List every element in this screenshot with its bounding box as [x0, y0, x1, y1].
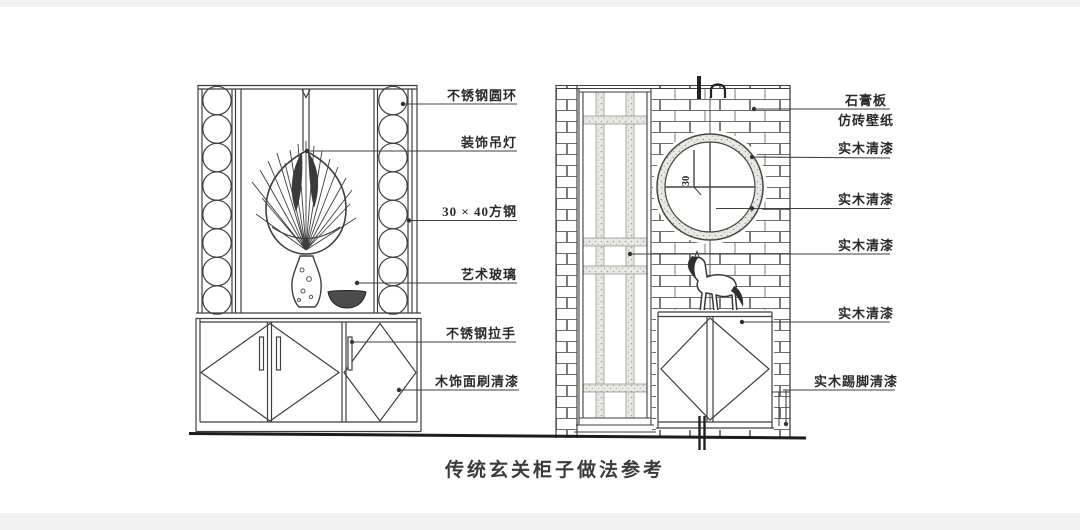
- section-mark-bottom: [698, 416, 706, 450]
- label-text: 石膏板: [844, 93, 887, 108]
- lattice-screen: [574, 88, 656, 433]
- label-varnish-2: 实木清漆: [716, 192, 894, 211]
- flower-vase: [291, 255, 322, 308]
- label-art-glass: 艺术玻璃: [354, 267, 517, 286]
- label-text: 实木清漆: [838, 192, 894, 207]
- moon-window: 30: [653, 130, 767, 244]
- window-muntins: [665, 142, 755, 232]
- left-elevation-drawing: [195, 84, 422, 433]
- bottom-edge-band: [0, 513, 1080, 530]
- label-wood-veneer: 木饰面刷清漆: [396, 374, 519, 393]
- ground-line: [188, 432, 807, 440]
- label-handle: 不锈钢拉手: [350, 326, 516, 344]
- label-text: 艺术玻璃: [461, 267, 517, 282]
- ring-column-left: [202, 85, 232, 315]
- lamp-hook: [301, 89, 311, 99]
- label-gypsum-board: 石膏板 仿砖壁纸: [751, 93, 894, 128]
- door-handle: [275, 336, 282, 371]
- label-text: 30 × 40方钢: [442, 204, 517, 219]
- label-text: 实木清漆: [838, 141, 894, 156]
- label-skirting: 实木踢脚清漆: [783, 374, 898, 427]
- label-text: 不锈钢圆环: [447, 88, 517, 103]
- label-text: 不锈钢拉手: [446, 326, 516, 341]
- label-text: 实木清漆: [838, 306, 894, 321]
- right-labels: 石膏板 仿砖壁纸 实木清漆 实木清漆 实木清漆 实木清漆 实木踢脚清漆: [627, 93, 898, 427]
- label-text: 木饰面刷清漆: [434, 374, 519, 389]
- label-pendant-lamp: 装饰吊灯: [304, 135, 517, 154]
- dimension-30: 30: [681, 176, 692, 187]
- ring-column-right: [378, 85, 408, 315]
- sheet-caption: 传统玄关柜子做法参考: [444, 458, 665, 481]
- brick-pilaster: [556, 85, 577, 438]
- decor-bowl: [327, 290, 367, 309]
- label-square-steel: 30 × 40方钢: [406, 204, 517, 223]
- horse-figurine: [687, 250, 744, 313]
- label-stainless-ring: 不锈钢圆环: [400, 88, 517, 107]
- door-diamond-right: [343, 322, 417, 423]
- top-edge-band: [0, 0, 1080, 7]
- right-cabinet: [656, 310, 774, 430]
- left-labels: 不锈钢圆环 装饰吊灯 30 × 40方钢 艺术玻璃 不锈钢拉手 木饰面刷清漆: [304, 88, 519, 393]
- left-cabinet: [195, 318, 422, 433]
- label-text: 实木清漆: [838, 238, 894, 253]
- door-handle: [347, 336, 353, 371]
- left-frame: [197, 84, 418, 313]
- horse-ear: [694, 250, 700, 258]
- countertop: [196, 312, 421, 320]
- label-varnish-4: 实木清漆: [739, 306, 894, 325]
- plant-leaf: [291, 152, 303, 212]
- door-diamond-left: [199, 322, 341, 422]
- pendant-lamp: [251, 89, 357, 255]
- label-varnish-3: 实木清漆: [627, 238, 894, 257]
- door-diamond: [660, 317, 770, 421]
- right-elevation-drawing: 30: [555, 76, 791, 450]
- plant-leaf: [308, 152, 319, 208]
- label-text-wallpaper: 仿砖壁纸: [838, 113, 894, 128]
- label-text: 实木踢脚清漆: [814, 374, 898, 389]
- label-varnish-1: 实木清漆: [749, 141, 894, 160]
- horse-mane: [689, 256, 698, 280]
- skirting-detail: [772, 391, 790, 426]
- horse-tail: [731, 286, 744, 307]
- section-mark-top: [697, 76, 727, 99]
- label-text: 装饰吊灯: [460, 135, 517, 150]
- door-handle: [258, 336, 265, 371]
